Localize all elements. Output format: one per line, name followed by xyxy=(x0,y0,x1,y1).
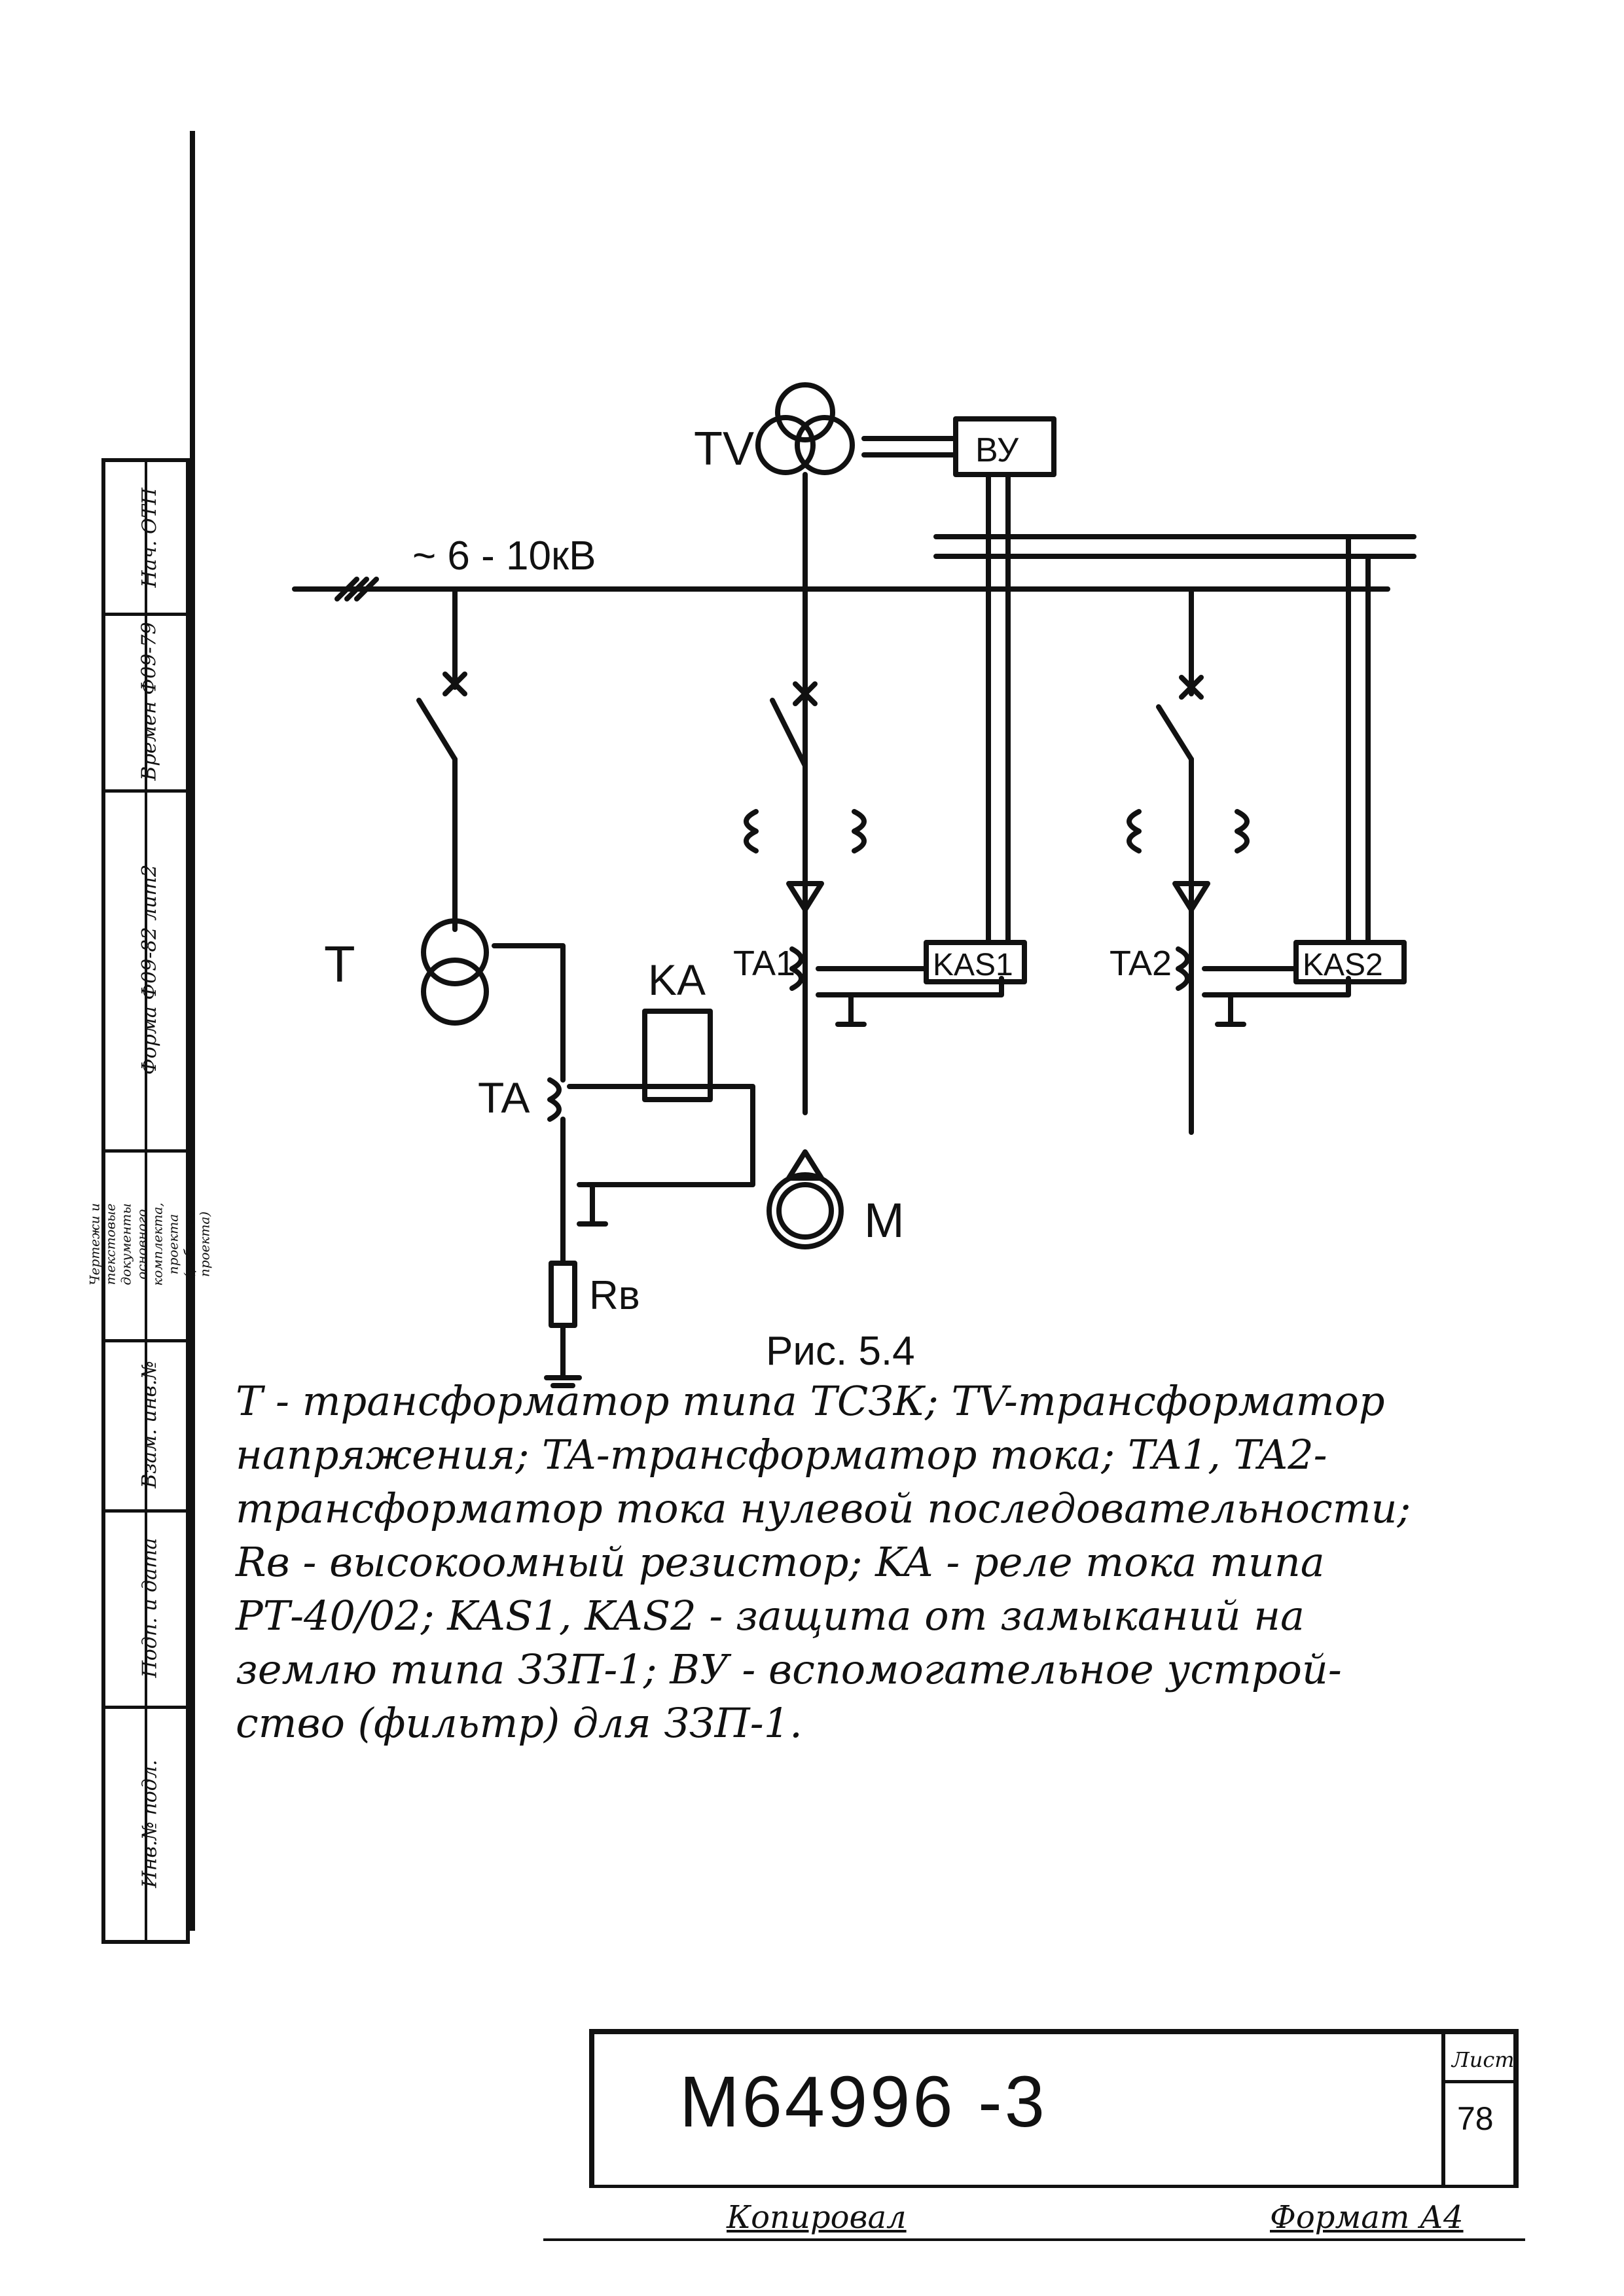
tick-mark xyxy=(334,577,359,601)
label-ka: KA xyxy=(648,956,706,1004)
ta1-coil xyxy=(789,946,804,991)
approval-stamp-column: Нач. ОТП Времен Ф09-79 Форма Ф09-82 лит2… xyxy=(87,458,213,1944)
neutral-line xyxy=(492,943,566,1083)
sheet-number: 78 xyxy=(1457,2100,1494,2137)
stamp-cell-head: Нач. ОТП xyxy=(105,462,194,613)
document-number: М64996 -3 xyxy=(679,2062,1047,2142)
ka-loop xyxy=(567,1084,755,1187)
title-block-bottom xyxy=(589,2185,1519,2188)
ct-symbol xyxy=(744,809,759,853)
cross-mark xyxy=(793,681,818,706)
stamp-cell-forma: Форма Ф09-82 лит2 xyxy=(105,789,194,1149)
cross-mark xyxy=(1179,675,1204,700)
label-kas2: KAS2 xyxy=(1303,948,1383,982)
label-ta1: TA1 xyxy=(733,944,795,983)
caption-line: трансформатор тока нулевой последователь… xyxy=(236,1484,1411,1532)
voltage-label: ~ 6 - 10кВ xyxy=(412,533,596,579)
label-m: M xyxy=(864,1193,905,1247)
title-block: М64996 -3 Лист 78 xyxy=(589,2029,1519,2186)
stamp-divider xyxy=(105,613,186,616)
circuit-diagram: ~ 6 - 10кВ TV ВУ T KA TA TA1 TA2 KAS1 KA… xyxy=(292,382,1416,1388)
bu-block xyxy=(953,416,1056,477)
ct-symbol xyxy=(852,809,867,853)
label-ta: TA xyxy=(478,1073,530,1122)
stamp-cell-vremen: Времен Ф09-79 xyxy=(105,613,194,789)
tick-mark xyxy=(354,577,379,601)
stamp-divider xyxy=(105,789,186,793)
cable-termination-arrow xyxy=(1172,881,1210,912)
footer-format: Формат А4 xyxy=(1270,2199,1464,2236)
footer-copied: Копировал xyxy=(727,2199,907,2236)
label-tv: TV xyxy=(694,423,754,475)
stamp-inv-label: Инв.№ подл. xyxy=(138,1759,162,1888)
stamp-divider xyxy=(145,462,147,1940)
caption-line: землю типа ЗЗП-1; ВУ - вспомогательное у… xyxy=(236,1645,1342,1693)
transformer-t-coil-top xyxy=(421,918,489,986)
stamp-podp-label: Подп. и дата xyxy=(138,1537,162,1677)
motor-m-inner xyxy=(776,1182,834,1240)
caption-line: напряжения; TA-трансформатор тока; TA1, … xyxy=(236,1431,1327,1479)
caption-line: РТ-40/02; KAS1, KAS2 - защита от замыкан… xyxy=(236,1592,1305,1640)
tv-coil-left xyxy=(755,415,816,475)
stamp-vremen-label: Времен Ф09-79 xyxy=(138,621,162,781)
tv-coil-top xyxy=(775,382,835,442)
label-rv: Rв xyxy=(589,1273,640,1318)
stamp-forma-label: Форма Ф09-82 лит2 xyxy=(138,864,161,1075)
footer-underline xyxy=(543,2238,1525,2241)
disconnector-t xyxy=(416,698,458,762)
ta2-coil xyxy=(1176,946,1190,991)
frame-left-border xyxy=(190,131,195,1931)
figure-caption: T - трансформатор типа ТСЗК; TV-трансфор… xyxy=(236,1374,1479,1750)
transformer-t-coil-bottom xyxy=(421,958,489,1026)
label-t: T xyxy=(324,935,355,993)
ct-symbol xyxy=(1127,809,1142,853)
figure-label: Рис. 5.4 xyxy=(766,1329,915,1374)
cross-mark xyxy=(442,672,467,696)
stamp-cell-drawings: Чертежи и текстовые документы основного … xyxy=(87,1149,213,1339)
disconnector-motor xyxy=(770,698,808,768)
caption-line: ство (фильтр) для ЗЗП-1. xyxy=(236,1699,803,1747)
motor-m xyxy=(767,1172,844,1249)
stamp-head-label: Нач. ОТП xyxy=(138,487,161,588)
resistor-rv xyxy=(549,1261,577,1328)
cable-termination-arrow xyxy=(786,881,824,912)
label-bu: ВУ xyxy=(975,431,1019,469)
stamp-cell-vzam: Взам. инв.№ xyxy=(105,1339,194,1509)
sheet-divider xyxy=(1445,2080,1513,2083)
stamp-divider xyxy=(105,1339,186,1342)
stamp-divider xyxy=(105,1149,186,1153)
stamp-cell-podp: Подп. и дата xyxy=(105,1509,194,1706)
stamp-cell-inv: Инв.№ подл. xyxy=(105,1706,194,1941)
label-ta2: TA2 xyxy=(1110,944,1172,983)
ct-symbol xyxy=(1235,809,1250,853)
stamp-vzam-label: Взам. инв.№ xyxy=(138,1360,161,1488)
stamp-divider xyxy=(105,1509,186,1513)
cable-termination-arrow xyxy=(786,1149,824,1181)
sheet-label: Лист xyxy=(1452,2047,1515,2072)
relay-ka xyxy=(642,1009,713,1102)
sheet-box: Лист 78 xyxy=(1441,2034,1515,2186)
stamp-drawings-label: Чертежи и текстовые документы основного … xyxy=(86,1202,213,1286)
stamp-divider xyxy=(105,1706,186,1709)
caption-line: T - трансформатор типа ТСЗК; TV-трансфор… xyxy=(236,1377,1385,1425)
ta-coil xyxy=(547,1077,562,1122)
disconnector-3 xyxy=(1156,704,1194,762)
caption-line: Rв - высокоомный резистор; KA - реле ток… xyxy=(236,1538,1325,1586)
tv-coil-right xyxy=(795,415,855,475)
tick-mark xyxy=(344,577,369,601)
kas1-block xyxy=(924,940,1027,984)
label-kas1: KAS1 xyxy=(933,948,1013,982)
